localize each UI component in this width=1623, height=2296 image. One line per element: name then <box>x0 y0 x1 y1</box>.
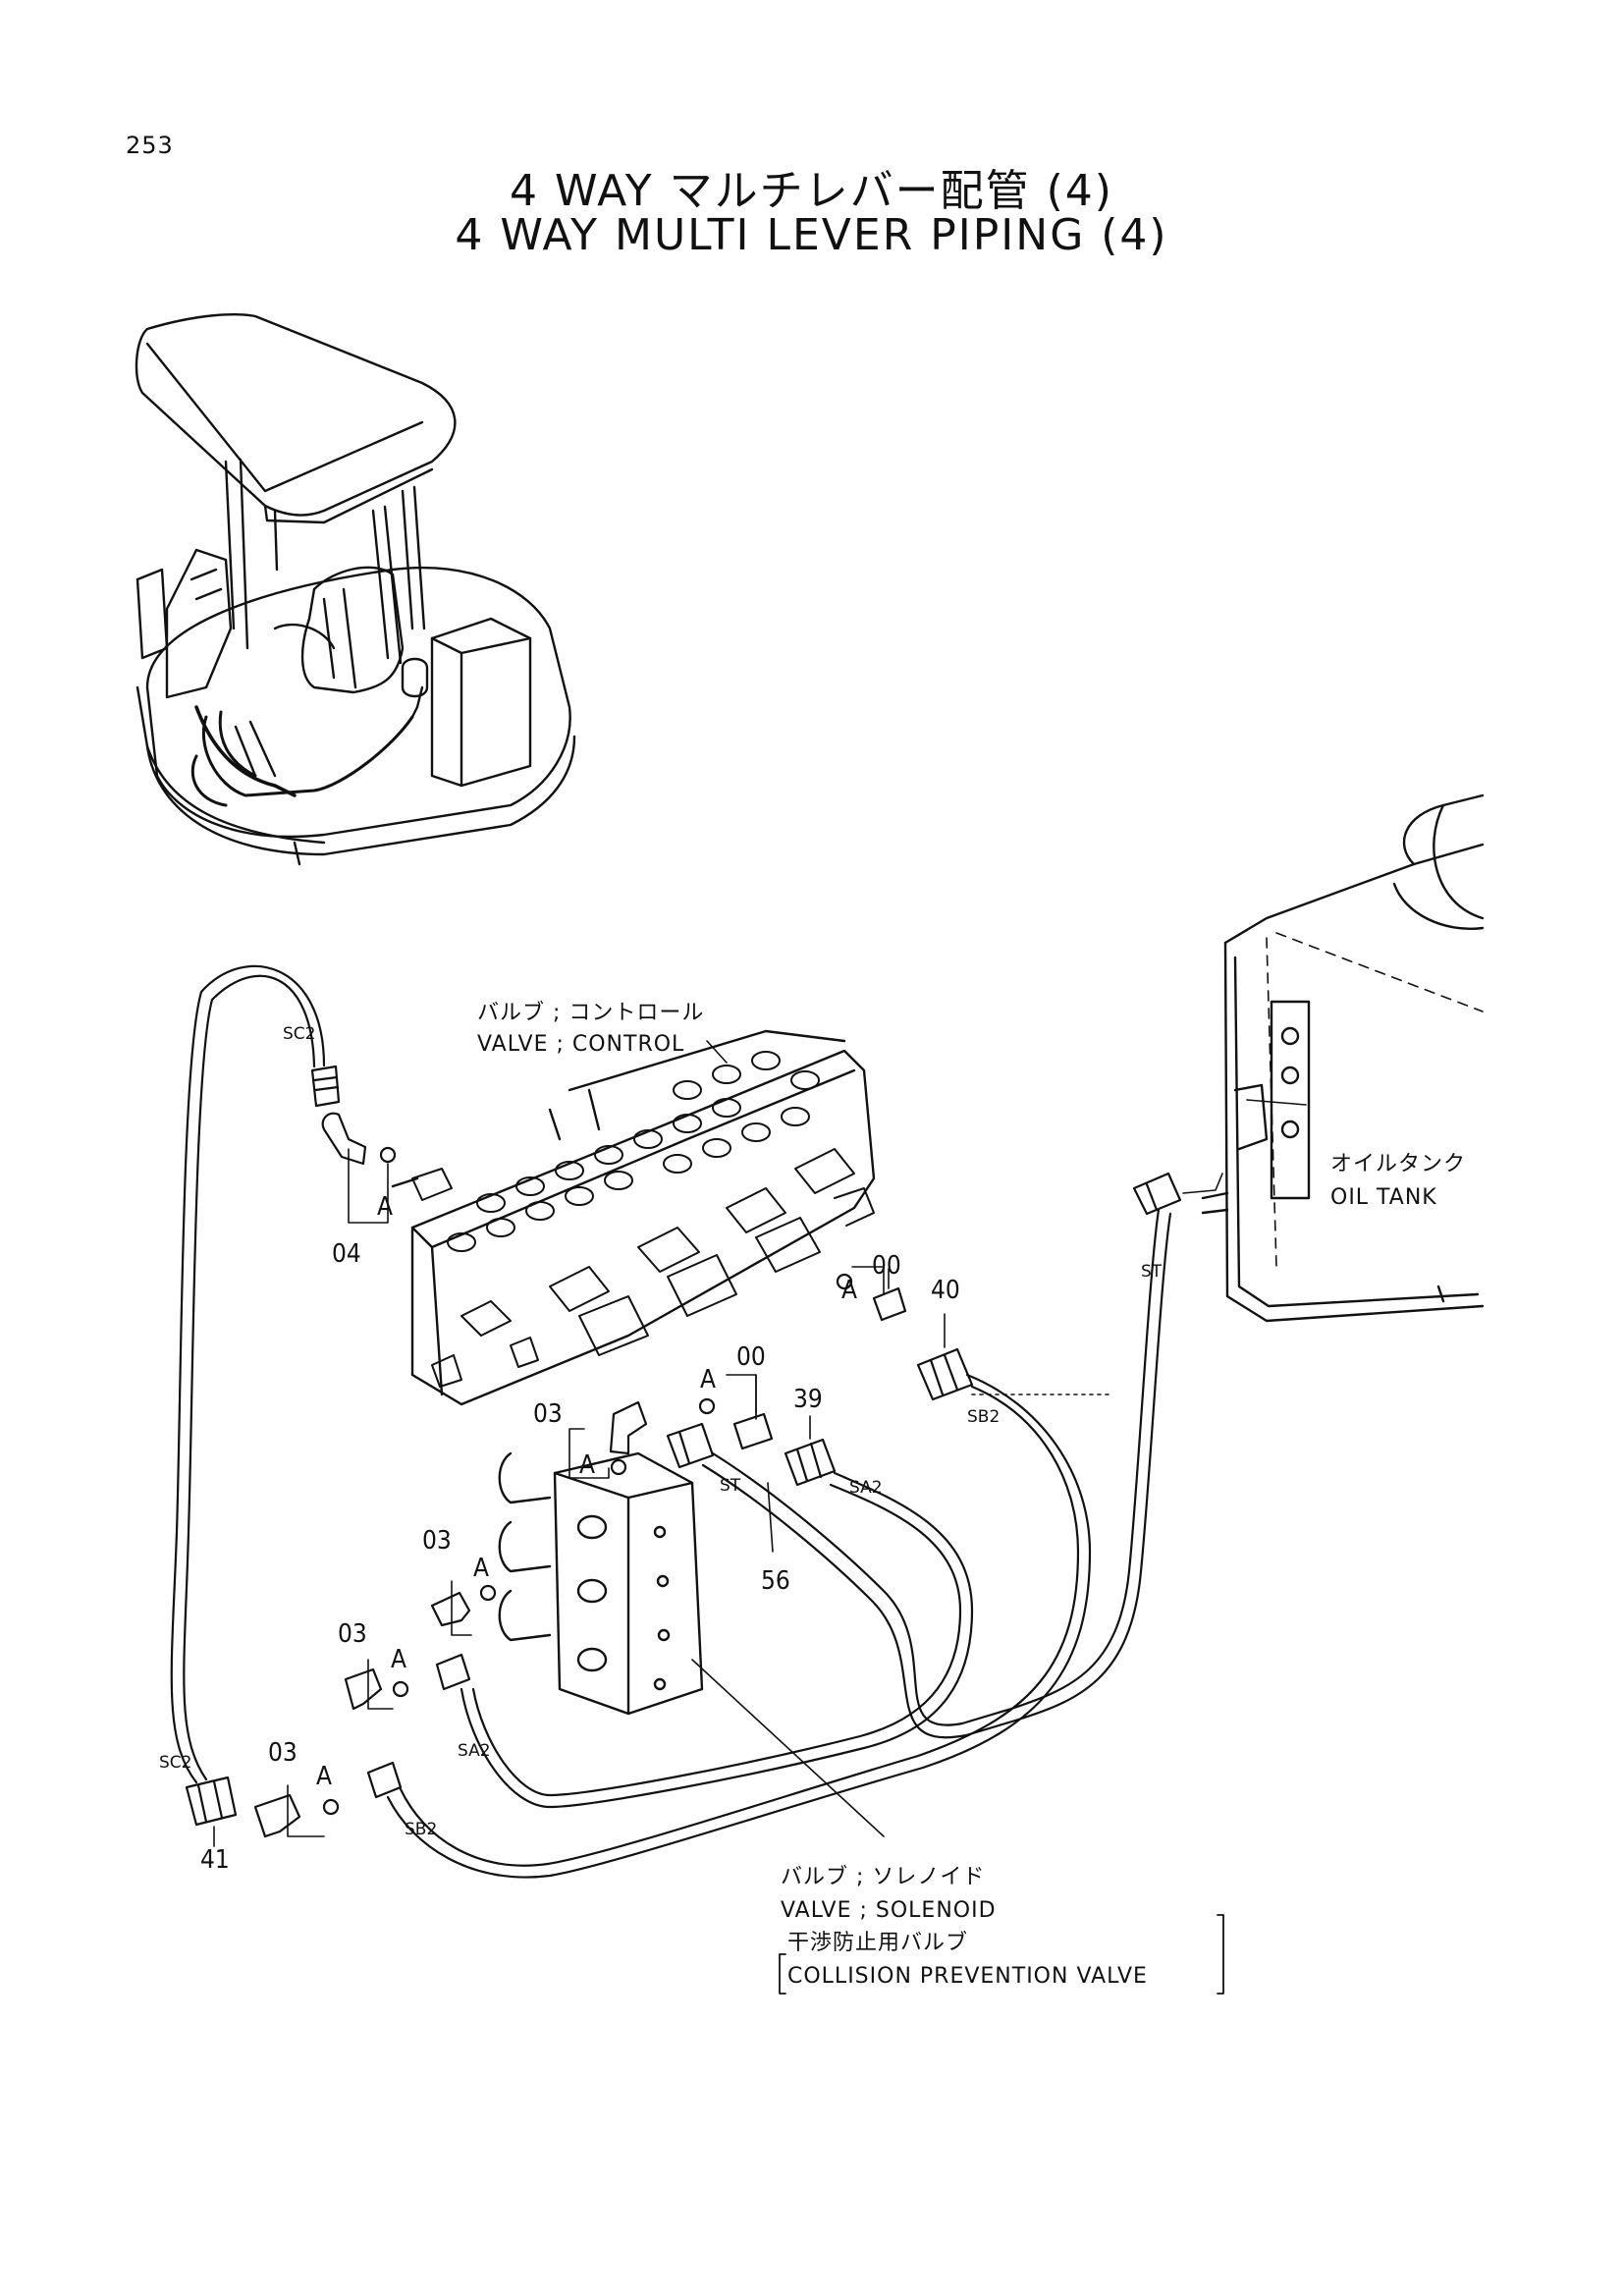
detail-mark-a: A <box>391 1645 406 1674</box>
oil-tank-label-jp: オイルタンク <box>1330 1152 1466 1176</box>
part-number-40: 40 <box>931 1276 960 1305</box>
hose-sc2 <box>170 964 326 1784</box>
part-number-03-bottom: 03 <box>268 1738 298 1768</box>
hose-sb2 <box>386 1373 1092 1879</box>
hoses <box>170 964 1172 1879</box>
collision-valve-label-jp: 干渉防止用バルブ <box>787 1931 968 1955</box>
page-title-english: 4 WAY MULTI LEVER PIPING (4) <box>455 210 1168 260</box>
solenoid-valve-label-jp: バルブ ; ソレノイド <box>781 1865 985 1889</box>
page-title-japanese: 4 WAY マルチレバー配管 (4) <box>510 166 1113 216</box>
part-number-03-lower: 03 <box>338 1619 367 1649</box>
control-valve-illustration <box>391 1029 876 1406</box>
collision-valve-label-en: COLLISION PREVENTION VALVE <box>787 1964 1148 1989</box>
part-number-03-top: 03 <box>533 1399 563 1429</box>
hose-st <box>711 1208 1161 1726</box>
hose-label-sa2-left: SA2 <box>458 1741 491 1761</box>
oil-tank-label-en: OIL TANK <box>1330 1185 1437 1210</box>
part-number-04: 04 <box>332 1239 361 1269</box>
detail-mark-a: A <box>473 1554 489 1583</box>
fittings <box>185 1065 1182 1838</box>
hose-sa2 <box>460 1471 974 1809</box>
hose-label-sc2-bottom: SC2 <box>159 1753 191 1773</box>
control-valve-label-jp: バルブ ; コントロール <box>477 1001 704 1025</box>
detail-mark-a: A <box>841 1276 857 1305</box>
excavator-overview-illustration <box>135 313 576 866</box>
part-number-56: 56 <box>761 1566 790 1596</box>
detail-mark-a: A <box>579 1450 595 1480</box>
solenoid-valve-illustration <box>498 1451 704 1716</box>
solenoid-valve-label-en: VALVE ; SOLENOID <box>781 1898 997 1923</box>
hose-label-sb2-right: SB2 <box>967 1407 1000 1427</box>
control-valve-label-en: VALVE ; CONTROL <box>477 1032 684 1057</box>
detail-mark-a: A <box>377 1192 393 1222</box>
part-number-00-lower: 00 <box>736 1342 766 1372</box>
hose-label-st-tank: ST <box>1141 1262 1163 1282</box>
part-number-00-upper: 00 <box>872 1251 901 1281</box>
hose-label-sc2-top: SC2 <box>283 1024 315 1044</box>
collision-label-brackets <box>779 1914 1224 1995</box>
leader-lines <box>213 1040 1307 1847</box>
detail-mark-a: A <box>316 1762 332 1791</box>
part-number-03-mid: 03 <box>422 1526 452 1556</box>
hose-label-st-mid: ST <box>720 1476 741 1496</box>
page-number: 253 <box>126 132 174 159</box>
part-number-41: 41 <box>200 1845 230 1875</box>
detail-mark-a: A <box>700 1365 716 1394</box>
oil-tank-illustration <box>1201 793 1485 1323</box>
part-number-39: 39 <box>793 1385 823 1414</box>
hose-label-sa2-right: SA2 <box>849 1478 883 1498</box>
hose-label-sb2-left: SB2 <box>405 1820 437 1839</box>
